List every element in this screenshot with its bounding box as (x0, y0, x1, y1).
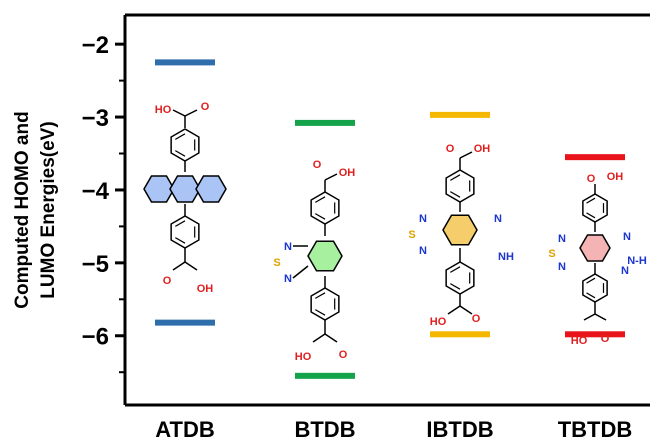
atom-label: N (419, 245, 427, 257)
double-bond (586, 277, 596, 284)
atom-label: HO (430, 316, 447, 328)
molecule-atdb: HO O O OH (143, 101, 227, 295)
lumo-level-atdb (155, 59, 215, 66)
atom-label: OH (197, 283, 214, 295)
fused-ring (143, 175, 175, 203)
double-bond (315, 213, 326, 220)
y-axis-label-line: LUMO Energies(eV) (38, 121, 59, 298)
bond (324, 333, 338, 343)
atom-label: N (284, 241, 292, 253)
homo-level-ibtdb (430, 331, 490, 338)
fused-ring (579, 234, 611, 262)
y-tick-label: −6 (82, 324, 109, 351)
category-label: TBTDB (558, 417, 633, 442)
bond (172, 109, 186, 117)
bond (594, 313, 607, 321)
atom-label: N (419, 213, 427, 225)
atom-label: HO (155, 104, 172, 116)
fused-ring (307, 240, 343, 272)
atom-label: O (601, 333, 610, 345)
lumo-level-tbtdb (565, 154, 625, 161)
bond (172, 261, 186, 271)
bond (459, 305, 473, 315)
atom-label: HO (571, 335, 588, 347)
category-label: IBTDB (426, 417, 493, 442)
atom-label: O (313, 159, 322, 171)
atom-label: O (446, 143, 455, 155)
fused-ring (169, 175, 201, 203)
y-tick-label: −3 (82, 105, 109, 132)
energy-levels (155, 59, 625, 379)
bond (184, 261, 198, 271)
atom-label: S (548, 248, 555, 260)
category-label: ATDB (155, 417, 214, 442)
bond (447, 305, 461, 315)
bond (184, 109, 198, 117)
bond (292, 265, 309, 279)
atom-label: N (558, 233, 566, 245)
y-tick-label: −2 (82, 32, 109, 59)
bond (583, 313, 596, 321)
atom-label: S (273, 257, 280, 269)
bond (459, 151, 473, 159)
fused-ring (442, 214, 478, 246)
atom-label: O (339, 349, 348, 361)
atom-label: OH (474, 143, 491, 155)
homo-level-btdb (295, 372, 355, 379)
atom-label: OH (339, 167, 356, 179)
lumo-level-ibtdb (430, 111, 490, 118)
y-tick-label: −5 (82, 251, 109, 278)
double-bond (586, 197, 596, 204)
atom-label: O (201, 101, 210, 113)
atom-label: HO (295, 351, 312, 363)
atom-label: OH (607, 171, 624, 183)
bond (324, 173, 338, 181)
double-bond (450, 191, 461, 198)
y-axis-ticks: −2 −3 −4 −5 −6 (82, 32, 125, 374)
double-bond (175, 150, 186, 157)
atom-label: N-H (627, 255, 647, 267)
double-bond (175, 220, 186, 227)
homo-level-tbtdb (565, 331, 625, 338)
homo-level-atdb (155, 319, 215, 326)
double-bond (450, 283, 461, 290)
atom-label: N (558, 261, 566, 273)
bond (312, 333, 326, 343)
double-bond (175, 133, 186, 140)
category-label: BTDB (294, 417, 355, 442)
atom-label: N (284, 273, 292, 285)
category-labels: ATDB BTDB IBTDB TBTDB (155, 417, 632, 442)
atom-label: NH (498, 251, 514, 263)
y-tick-label: −4 (82, 178, 110, 205)
atom-label: S (408, 229, 415, 241)
atom-label: O (472, 313, 481, 325)
atom-label: N (621, 265, 629, 277)
fused-ring (195, 175, 227, 203)
double-bond (450, 266, 461, 273)
double-bond (315, 196, 326, 203)
double-bond (315, 292, 326, 299)
molecule-btdb: O OH NSN HO O (273, 159, 355, 363)
double-bond (586, 292, 596, 299)
double-bond (450, 174, 461, 181)
y-axis-label-line: Computed HOMO and (12, 111, 33, 308)
double-bond (315, 309, 326, 316)
atom-label: N (494, 213, 502, 225)
atom-label: O (587, 173, 596, 185)
double-bond (175, 237, 186, 244)
lumo-level-btdb (295, 119, 355, 126)
atom-label: N (623, 231, 631, 243)
double-bond (586, 212, 596, 219)
atom-label: O (163, 275, 172, 287)
